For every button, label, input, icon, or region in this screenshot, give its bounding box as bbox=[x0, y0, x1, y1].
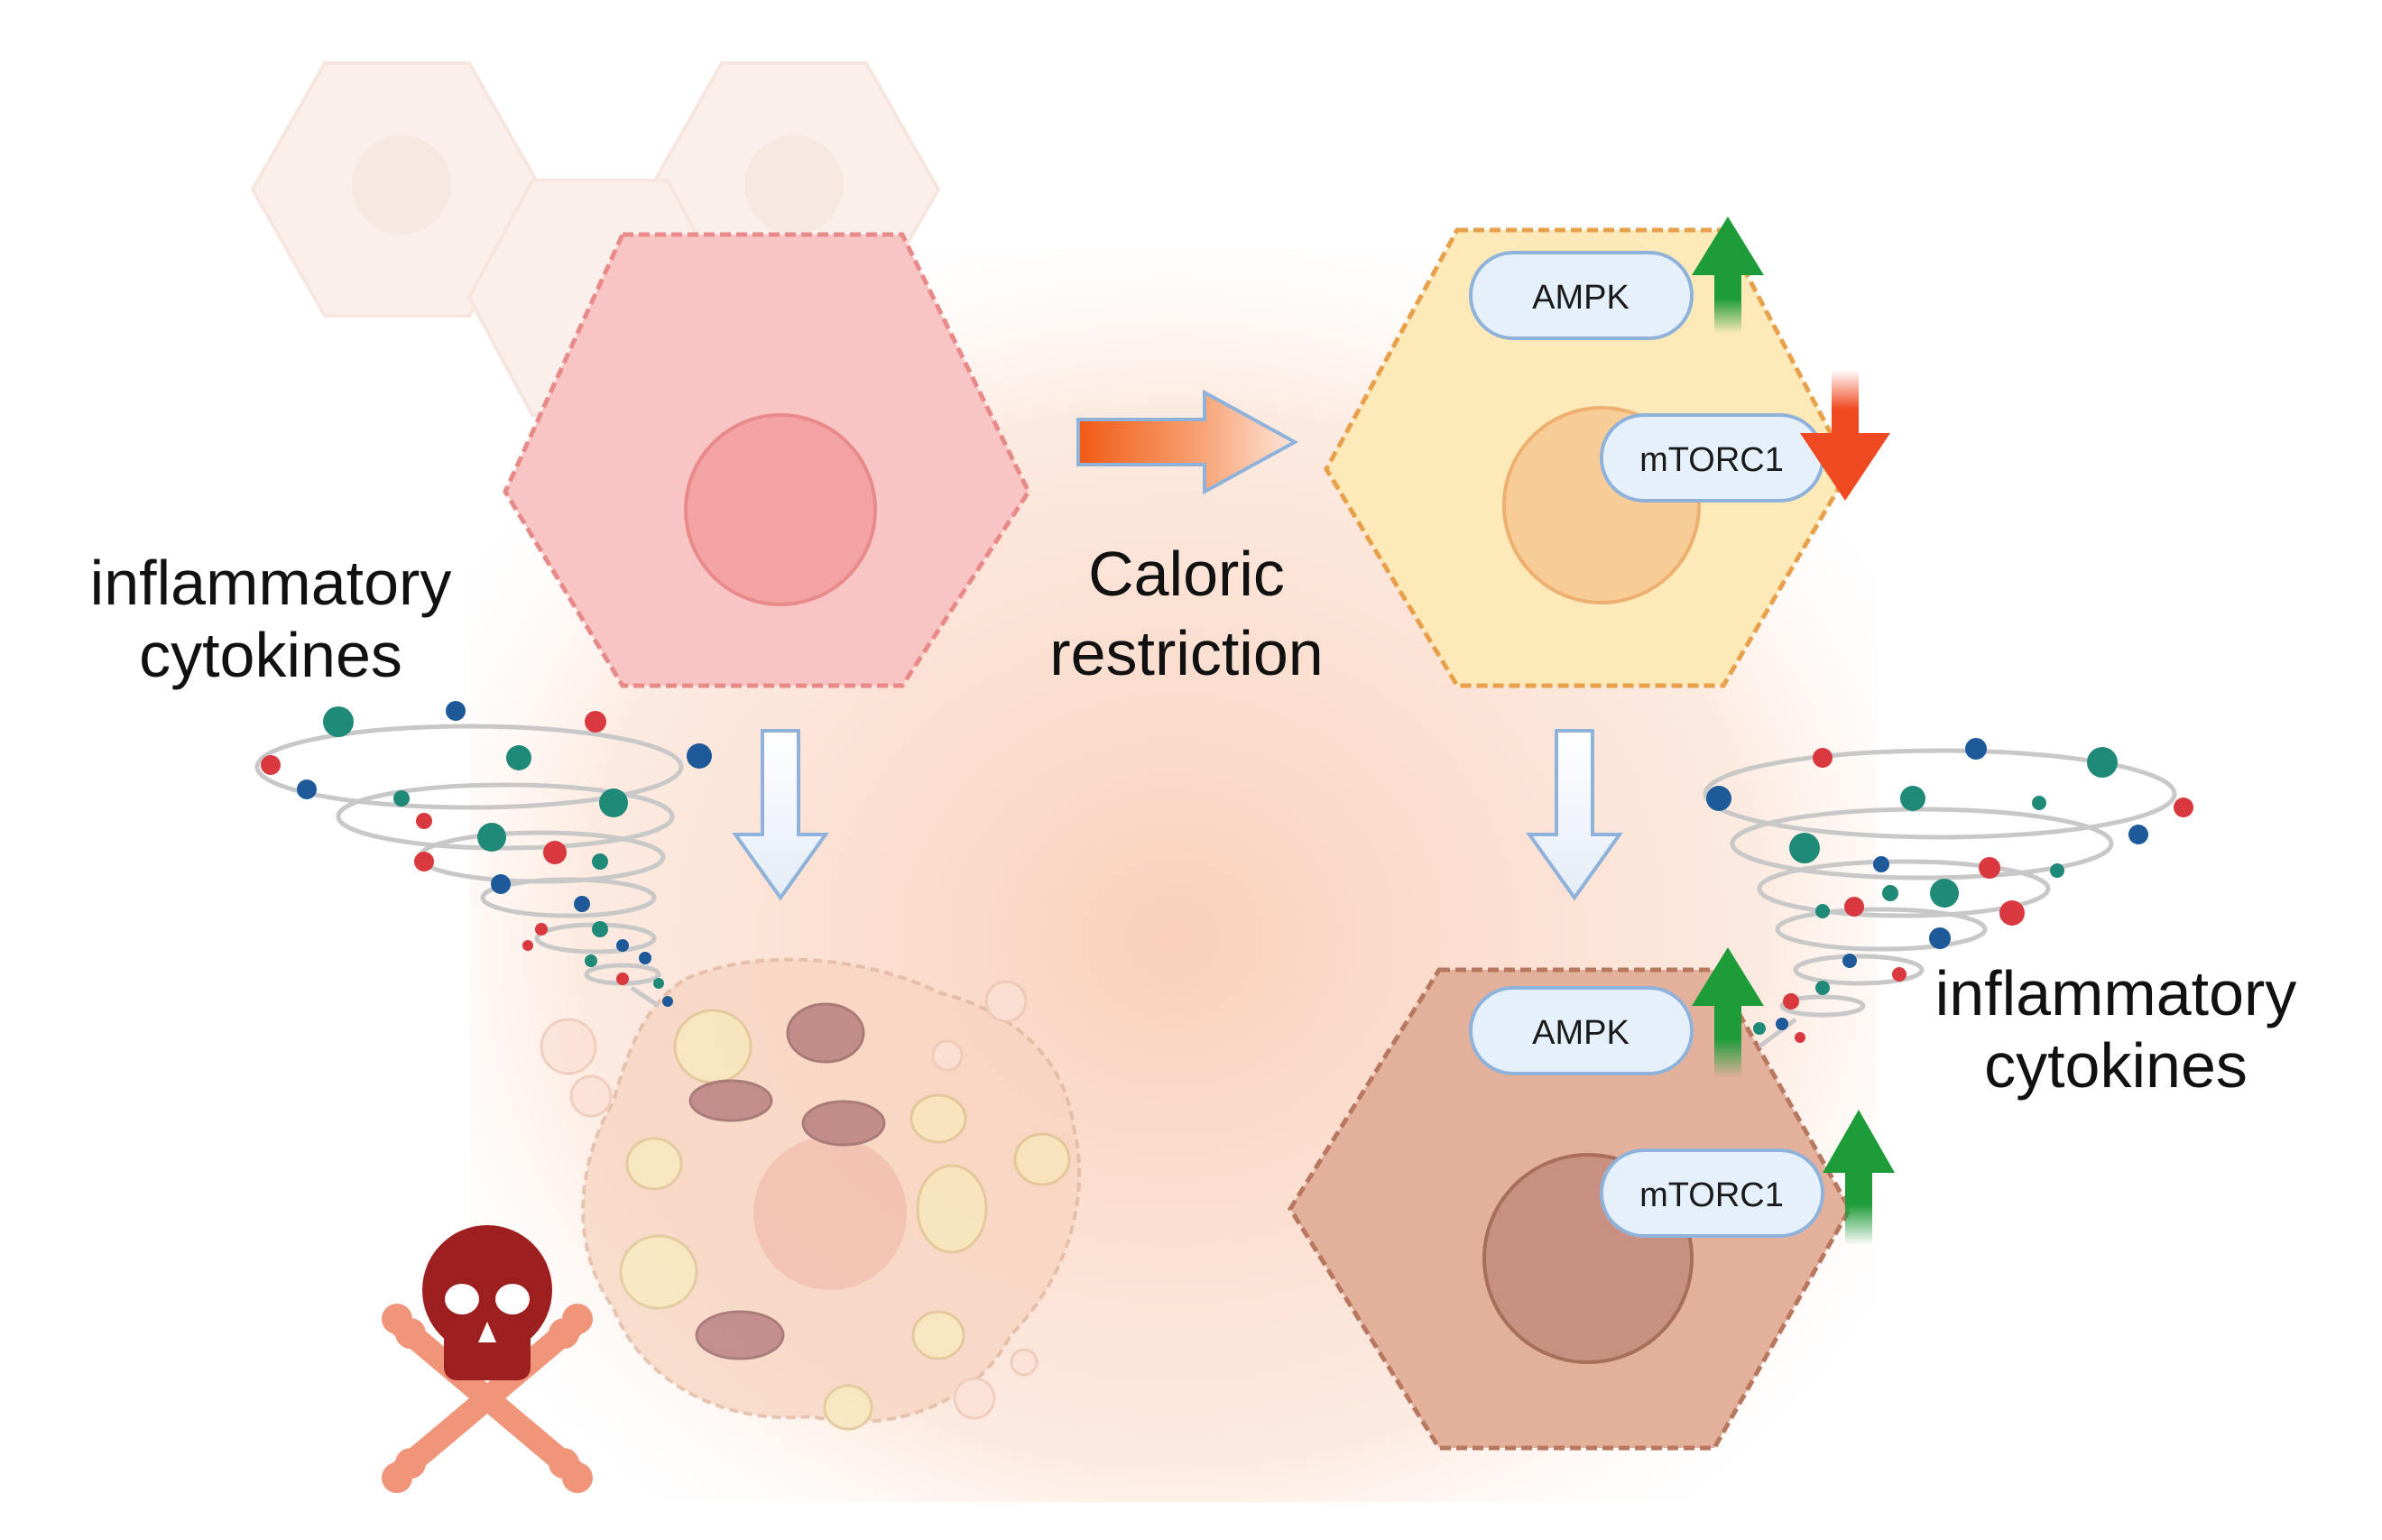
cytokine-dot bbox=[323, 706, 354, 737]
apoptotic-cell bbox=[540, 957, 1082, 1431]
cytokine-dot bbox=[1892, 967, 1907, 982]
vesicle bbox=[823, 1384, 873, 1431]
caloric-restriction-line2: restriction bbox=[1049, 618, 1323, 688]
cytokine-dot bbox=[639, 952, 651, 964]
vesicle bbox=[673, 1009, 752, 1084]
skull-crossbones-icon bbox=[382, 1225, 593, 1493]
cytokine-dot bbox=[1813, 748, 1833, 768]
cytokine-dot bbox=[585, 954, 597, 967]
cytokine-dot bbox=[393, 790, 410, 807]
cytokine-dot bbox=[574, 896, 590, 912]
cytokine-dot bbox=[416, 813, 432, 829]
cytokine-dot bbox=[599, 788, 628, 817]
cytokine-dot bbox=[543, 841, 567, 864]
cytokine-dot bbox=[522, 940, 533, 951]
mitochondrion bbox=[801, 1100, 886, 1147]
cytokine-dot bbox=[2174, 798, 2193, 817]
cytokine-dot bbox=[585, 711, 606, 733]
caloric-restriction-line1: Caloric bbox=[1088, 539, 1285, 609]
inflammatory-label-left-line1: inflammatory bbox=[90, 548, 452, 618]
cytokine-dot bbox=[2050, 863, 2064, 878]
crossbones bbox=[382, 1304, 593, 1493]
mtorc1-top-label: mTORC1 bbox=[1639, 441, 1784, 479]
cytokine-dot bbox=[1979, 857, 2000, 879]
cytokine-dot bbox=[592, 921, 608, 937]
pink-cell-nucleus bbox=[684, 413, 877, 606]
ampk-pill-top: AMPK bbox=[1469, 251, 1694, 340]
mtorc1-pill-top: mTORC1 bbox=[1600, 413, 1824, 503]
cytokine-dot bbox=[1776, 1018, 1788, 1030]
cytokine-dot bbox=[1783, 993, 1799, 1010]
cytokine-dot bbox=[662, 996, 673, 1007]
cytokine-dot bbox=[1882, 885, 1898, 901]
mitochondrion bbox=[695, 1310, 785, 1360]
cytokine-dot bbox=[414, 852, 434, 871]
mtorc1-up-arrow-bottom bbox=[1823, 1110, 1895, 1245]
cytokine-dot bbox=[1789, 833, 1820, 863]
mtorc1-down-arrow-top bbox=[1800, 370, 1890, 501]
cytokine-dot bbox=[1795, 1032, 1805, 1043]
vesicle bbox=[619, 1234, 698, 1310]
inflammatory-label-right-line1: inflammatory bbox=[1935, 958, 2297, 1028]
ampk-up-arrow-bottom bbox=[1692, 947, 1764, 1078]
cytokine-dot bbox=[1815, 904, 1830, 918]
cytokine-dot bbox=[1999, 900, 2025, 926]
cytokine-dot bbox=[616, 973, 629, 985]
cytokine-dot bbox=[1753, 1022, 1766, 1035]
cytokine-dot bbox=[1844, 897, 1864, 917]
cytokine-dot bbox=[2032, 796, 2046, 810]
cytokine-dot bbox=[1842, 954, 1857, 968]
cytokine-dot bbox=[1930, 879, 1959, 908]
cytokine-tornado-right bbox=[1703, 748, 2177, 1048]
cytokine-dot bbox=[1815, 981, 1830, 995]
ampk-top-label: AMPK bbox=[1532, 279, 1630, 317]
ampk-pill-bottom: AMPK bbox=[1469, 986, 1694, 1075]
cytokine-dot bbox=[2128, 825, 2148, 844]
vesicle bbox=[911, 1310, 965, 1360]
cytokine-dot bbox=[491, 874, 511, 894]
cytokine-dot bbox=[1929, 927, 1951, 949]
vesicle bbox=[1013, 1132, 1071, 1186]
cytokine-dot bbox=[592, 853, 608, 870]
cytokine-dot bbox=[1900, 786, 1925, 811]
cytokine-dot bbox=[616, 939, 629, 952]
mtorc1-bottom-label: mTORC1 bbox=[1639, 1176, 1784, 1214]
mitochondrion bbox=[688, 1079, 773, 1122]
cytokine-dot bbox=[446, 701, 466, 721]
cytokine-dot bbox=[1873, 856, 1889, 872]
cytokine-dots bbox=[261, 701, 2193, 1043]
ampk-up-arrow-top bbox=[1692, 217, 1764, 334]
ampk-bottom-label: AMPK bbox=[1532, 1014, 1630, 1052]
inflammatory-label-left-line2: cytokines bbox=[139, 620, 402, 690]
down-arrow-left bbox=[732, 729, 829, 901]
cytokine-dot bbox=[1706, 786, 1731, 811]
cytokine-dot bbox=[653, 978, 664, 989]
pink-cell bbox=[503, 232, 1031, 688]
mitochondrion bbox=[786, 1002, 865, 1064]
cytokine-dot bbox=[261, 755, 281, 775]
cytokine-dot bbox=[2087, 747, 2118, 778]
cytokine-dot bbox=[297, 779, 317, 799]
caloric-restriction-arrow bbox=[1076, 389, 1299, 495]
cytokine-dot bbox=[477, 823, 506, 852]
vesicle bbox=[909, 1093, 967, 1144]
cytokine-dot bbox=[506, 745, 531, 770]
cytokine-dot bbox=[687, 743, 712, 769]
down-arrow-right bbox=[1526, 729, 1623, 901]
cytokine-dot bbox=[1965, 738, 1987, 760]
cytokine-dot bbox=[535, 923, 548, 936]
vesicle bbox=[916, 1164, 988, 1254]
mtorc1-pill-bottom: mTORC1 bbox=[1600, 1148, 1824, 1238]
skull bbox=[422, 1225, 552, 1380]
vesicle bbox=[625, 1137, 683, 1191]
inflammatory-label-right-line2: cytokines bbox=[1984, 1030, 2248, 1101]
